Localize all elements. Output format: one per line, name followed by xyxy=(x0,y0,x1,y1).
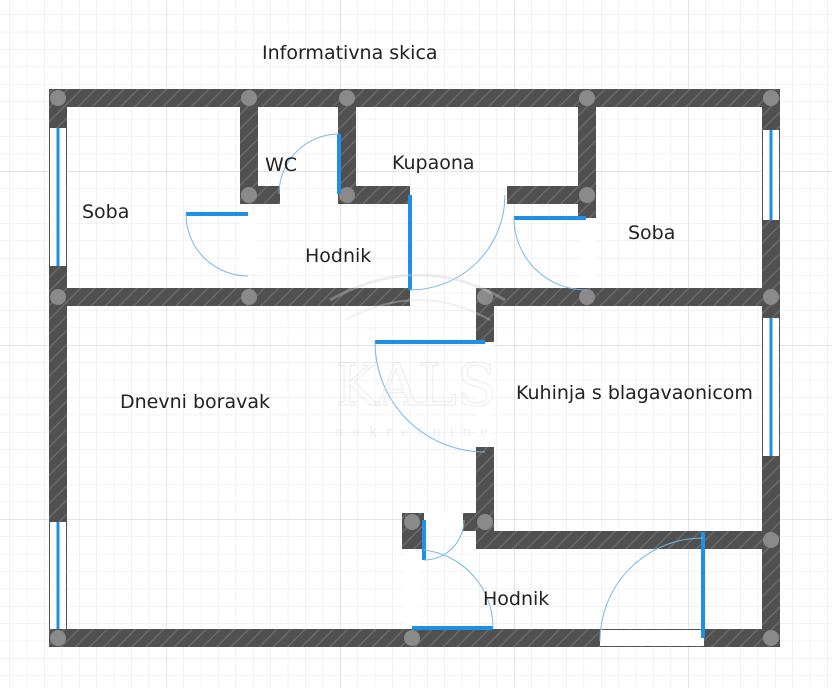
doors xyxy=(185,133,705,642)
room-label-kuhinja: Kuhinja s blagavaonicom xyxy=(516,382,753,404)
wall-kitchen-bottom xyxy=(476,531,780,549)
watermark-brand: KALS xyxy=(335,351,496,419)
joint xyxy=(241,90,257,106)
joint xyxy=(404,514,420,530)
joint xyxy=(579,90,595,106)
wall-top xyxy=(49,89,780,107)
wall-joints xyxy=(50,90,779,646)
door-opening xyxy=(403,549,421,629)
room-label-kupaona: Kupaona xyxy=(392,152,475,174)
joint xyxy=(579,289,595,305)
entry-opening xyxy=(600,630,704,646)
door-opening xyxy=(241,214,257,274)
joint xyxy=(50,289,66,305)
windows xyxy=(56,128,773,629)
wall-mid-right xyxy=(476,288,780,306)
watermark-sub: nekretnine xyxy=(335,425,497,440)
wall-mid-left xyxy=(49,288,410,306)
joint xyxy=(477,289,493,305)
joint xyxy=(339,90,355,106)
wall-bath-bottom-mid xyxy=(338,186,410,204)
watermark-logo: KALS nekretnine xyxy=(329,273,506,440)
room-label-soba-left: Soba xyxy=(82,201,129,223)
joint xyxy=(241,187,257,203)
door xyxy=(374,340,486,453)
joint xyxy=(50,630,66,646)
joint xyxy=(763,630,779,646)
door xyxy=(513,216,587,291)
joint xyxy=(579,187,595,203)
door-opening xyxy=(579,220,595,288)
door xyxy=(185,212,249,277)
door xyxy=(408,194,506,291)
plan-title: Informativna skica xyxy=(262,42,438,64)
room-label-wc: WC xyxy=(265,154,297,176)
room-label-hodnik-top: Hodnik xyxy=(305,245,371,267)
wall-soba-divider xyxy=(240,98,258,204)
door-opening xyxy=(477,342,493,447)
room-label-dnevni: Dnevni boravak xyxy=(120,391,270,413)
joint xyxy=(477,514,493,530)
entry-door xyxy=(599,532,705,642)
wall-bath-bottom-right xyxy=(507,186,596,204)
room-labels: Soba WC Kupaona Soba Hodnik Dnevni borav… xyxy=(82,152,753,610)
door xyxy=(412,549,494,630)
wall-wc-kupaona xyxy=(338,98,356,203)
joint xyxy=(763,90,779,106)
joint xyxy=(763,532,779,548)
room-label-hodnik-bottom: Hodnik xyxy=(483,588,549,610)
door-opening xyxy=(424,514,463,530)
joint xyxy=(404,630,420,646)
joint xyxy=(763,289,779,305)
joint xyxy=(339,187,355,203)
room-label-soba-right: Soba xyxy=(628,222,675,244)
door xyxy=(278,133,341,195)
door xyxy=(422,519,465,561)
joint xyxy=(241,289,257,305)
joint xyxy=(50,90,66,106)
